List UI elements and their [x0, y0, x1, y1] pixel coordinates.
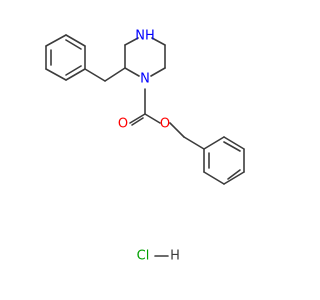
double-bond-inner: [223, 141, 241, 152]
bond: [124, 37, 139, 46]
bond: [203, 171, 225, 185]
double-bond-inner: [131, 117, 144, 126]
bond: [150, 67, 166, 77]
double-bond-inner: [65, 65, 82, 76]
bond: [45, 68, 67, 81]
bond: [45, 34, 67, 47]
oxygen-carbonyl-label: O: [118, 117, 128, 132]
bond: [223, 171, 245, 185]
oxygen-ester-label: O: [160, 117, 170, 132]
bond: [223, 136, 245, 150]
nitrogen-n1-label: N: [140, 72, 150, 87]
piperazine-ring: [124, 37, 166, 77]
nitrogen-nh-label: NH: [135, 29, 155, 44]
benzyl-phenyl-ring: [45, 34, 86, 81]
bond: [84, 68, 106, 82]
bond: [144, 113, 161, 124]
bond: [203, 136, 225, 150]
bond: [65, 34, 86, 47]
double-bond-inner: [227, 169, 241, 180]
structure-drawing: NH N O O Cl H: [45, 29, 245, 264]
cbz-phenyl-ring: [203, 136, 245, 185]
bond: [65, 68, 86, 81]
double-bond-inner: [65, 39, 82, 50]
bond: [169, 122, 185, 138]
hydrogen-label: H: [170, 249, 180, 264]
bond: [104, 67, 126, 82]
bond: [129, 113, 146, 124]
bond: [151, 37, 166, 46]
bond: [124, 67, 140, 77]
chlorine-label: Cl: [137, 249, 150, 264]
bond: [183, 136, 205, 150]
